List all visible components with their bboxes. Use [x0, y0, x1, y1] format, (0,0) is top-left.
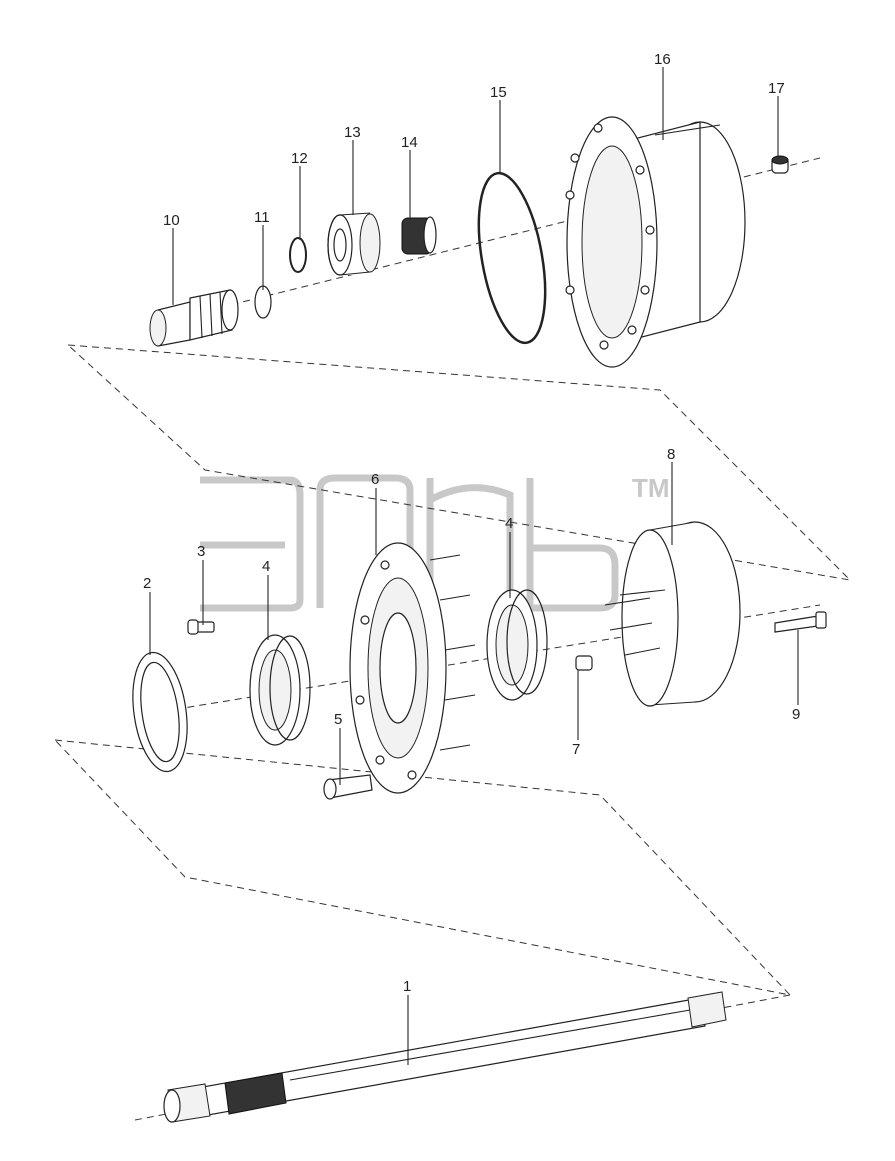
- callout-4-left: 4: [262, 558, 270, 575]
- middle-assembly-plane: [53, 739, 792, 996]
- part-7-pin: [575, 655, 593, 671]
- part-16-housing: [565, 116, 746, 368]
- part-12-snap-ring: [289, 237, 307, 273]
- part-4-bearing-right: [486, 589, 548, 701]
- callout-13: 13: [344, 124, 361, 141]
- callout-12: 12: [291, 150, 308, 167]
- callout-3: 3: [197, 543, 205, 560]
- callout-9: 9: [792, 706, 800, 723]
- part-8-planet-carrier: [604, 521, 741, 707]
- callout-15: 15: [490, 84, 507, 101]
- callout-5: 5: [334, 711, 342, 728]
- watermark-logo: TM: [200, 473, 670, 612]
- part-2-seal-ring: [132, 651, 188, 773]
- part-13-spline-gear: [327, 212, 381, 276]
- part-17-nut: [771, 155, 789, 174]
- callout-14: 14: [401, 134, 418, 151]
- upper-assembly-plane: [66, 344, 852, 581]
- part-1-axle-shaft: [163, 991, 727, 1123]
- part-15-o-ring: [477, 171, 547, 345]
- watermark-trademark: TM: [632, 473, 670, 503]
- part-4-bearing-left: [249, 634, 311, 746]
- part-14-gear: [401, 216, 437, 255]
- callout-leaders: [149, 67, 799, 1065]
- part-11-washer: [254, 285, 272, 319]
- callout-1: 1: [403, 978, 411, 995]
- callout-labels: 1 2 3 4 4 5 6 7 8 9 10 11 12 13 14 15 16…: [143, 51, 800, 995]
- callout-8: 8: [667, 446, 675, 463]
- callout-2: 2: [143, 575, 151, 592]
- callout-17: 17: [768, 80, 785, 97]
- part-5-stud-bolt: [323, 774, 373, 800]
- callout-16: 16: [654, 51, 671, 68]
- part-9-long-bolt: [774, 611, 827, 633]
- callout-7: 7: [572, 741, 580, 758]
- part-10-splined-shaft: [149, 289, 239, 347]
- callout-10: 10: [163, 212, 180, 229]
- callout-4-right: 4: [505, 515, 513, 532]
- callout-6: 6: [371, 471, 379, 488]
- callout-11: 11: [254, 209, 270, 226]
- part-6-hub: [349, 542, 476, 794]
- part-3-bolt: [187, 619, 215, 635]
